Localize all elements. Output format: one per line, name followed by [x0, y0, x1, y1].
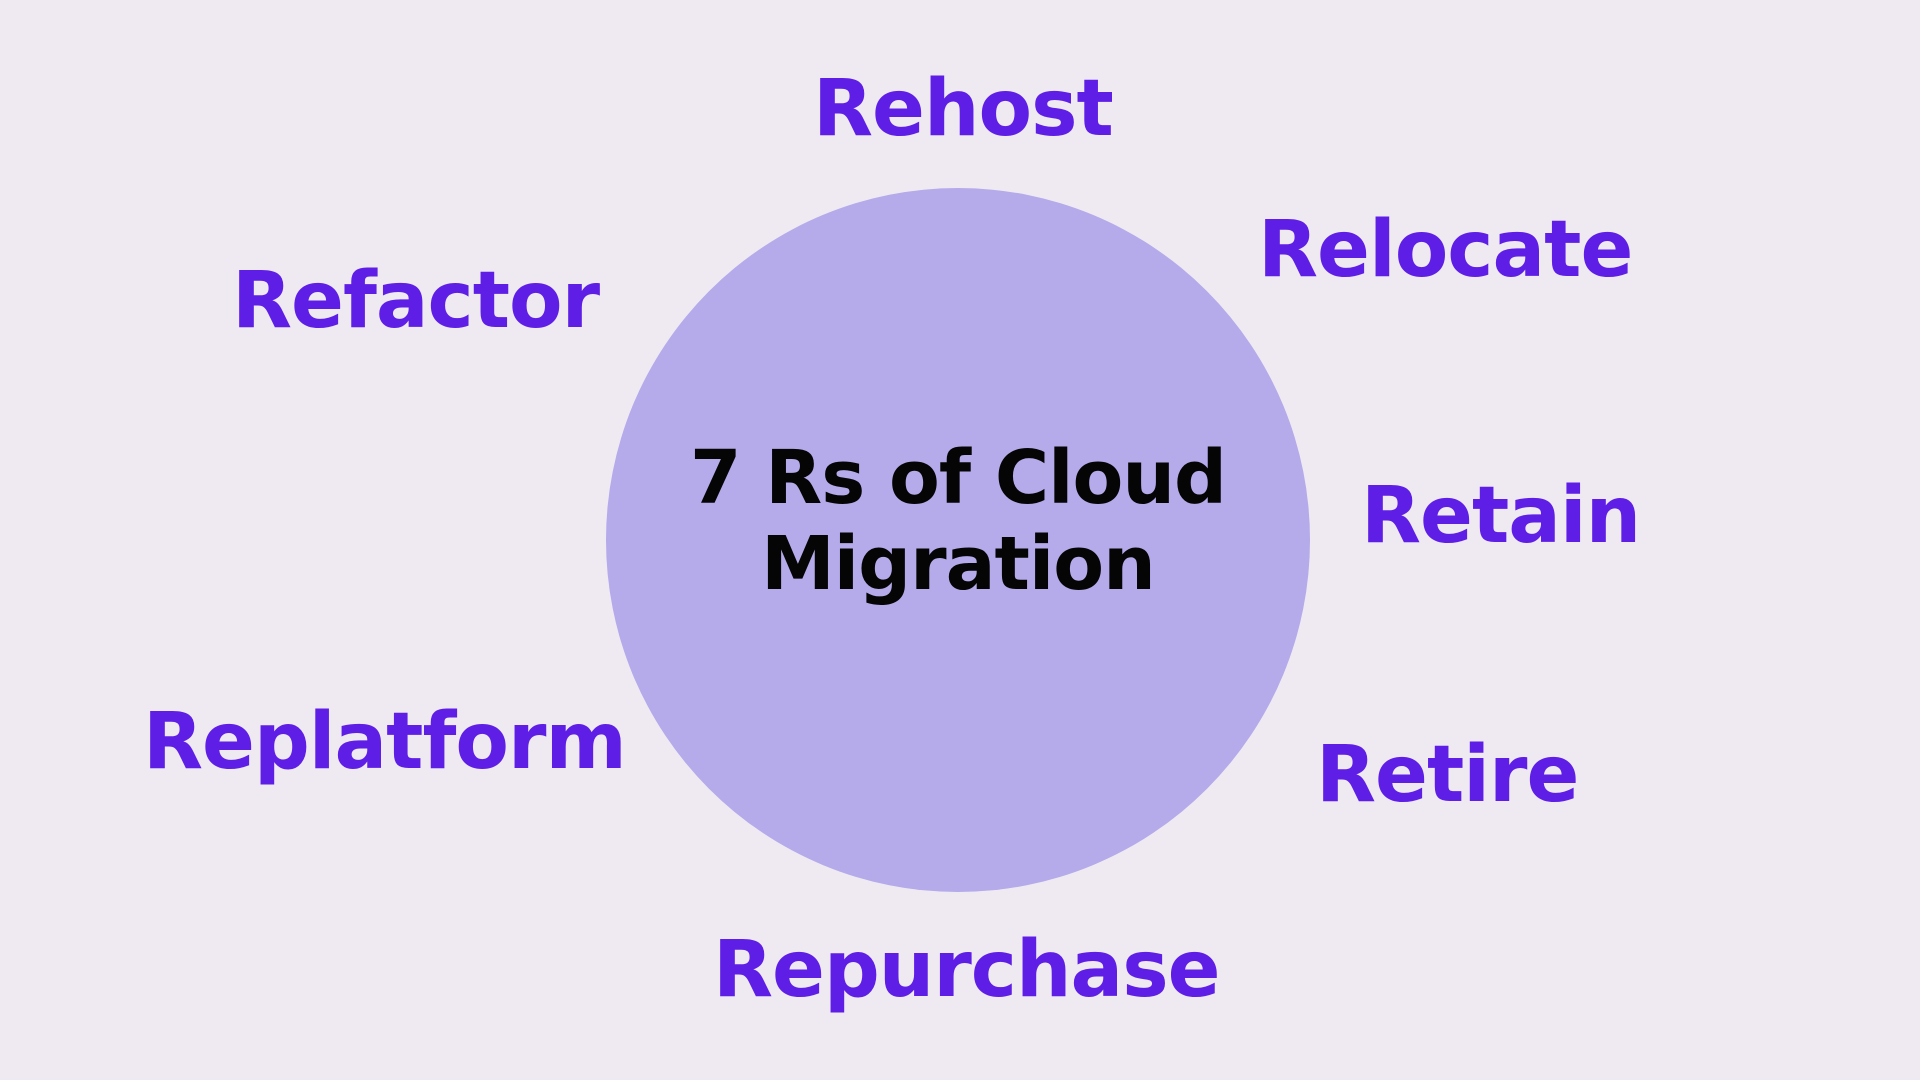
center-title: 7 Rs of Cloud Migration	[606, 435, 1310, 607]
label-rehost: Rehost	[813, 64, 1114, 154]
label-relocate: Relocate	[1258, 205, 1633, 295]
label-retire: Retire	[1316, 730, 1579, 820]
center-title-line-2: Migration	[761, 521, 1156, 607]
center-circle	[606, 188, 1310, 892]
label-retain: Retain	[1361, 471, 1641, 561]
label-repurchase: Repurchase	[713, 925, 1221, 1015]
label-refactor: Refactor	[232, 256, 600, 346]
label-replatform: Replatform	[143, 697, 627, 787]
center-title-line-1: 7 Rs of Cloud	[689, 435, 1227, 521]
